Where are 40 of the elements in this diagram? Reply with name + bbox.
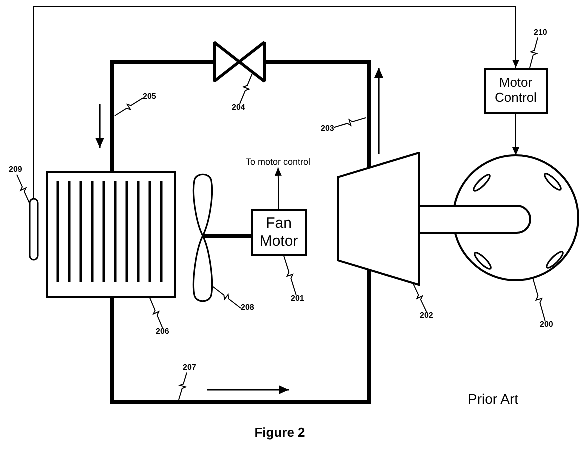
fan-shaft <box>204 234 251 238</box>
control-box: Motor Control <box>484 68 548 114</box>
motor-drawing <box>418 154 581 282</box>
callout-number: 202 <box>420 312 434 321</box>
compressor-drawing <box>337 152 420 286</box>
leader-line <box>240 72 254 104</box>
leader-line <box>532 278 546 322</box>
leader-line <box>178 372 188 400</box>
callout-number: 200 <box>540 321 554 330</box>
figure-caption: Figure 2 <box>254 426 306 440</box>
annotation-text: To motor control <box>246 158 311 168</box>
fan-motor-box: Fan Motor <box>251 209 307 256</box>
callout-number: 205 <box>143 93 156 102</box>
callout-number: 203 <box>321 125 334 134</box>
leader-line <box>114 98 144 116</box>
signal-arrow <box>512 114 520 156</box>
sensor-probe <box>29 198 39 261</box>
fan-blade <box>191 172 215 304</box>
leader-line <box>212 286 242 309</box>
pipe <box>110 60 213 171</box>
leader-line <box>334 118 366 128</box>
callout-number: 207 <box>183 364 196 373</box>
leader-line <box>16 174 30 204</box>
callout-number: 208 <box>241 304 254 313</box>
callout-number: 210 <box>534 29 548 38</box>
pipe <box>266 60 371 168</box>
callout-number: 209 <box>9 166 22 175</box>
signal-arrow <box>274 167 282 210</box>
leader-line <box>412 282 428 312</box>
callout-number: 204 <box>232 104 246 113</box>
condenser-coil <box>46 171 176 298</box>
callout-number: 201 <box>291 295 304 304</box>
leader-line <box>150 298 164 328</box>
callout-number: 206 <box>156 328 170 337</box>
pipe <box>110 269 371 404</box>
leader-line <box>530 37 538 68</box>
note-text: Prior Art <box>468 392 519 408</box>
valve-symbol <box>213 41 266 83</box>
signal-arrow <box>34 6 520 198</box>
leader-line <box>284 256 297 296</box>
